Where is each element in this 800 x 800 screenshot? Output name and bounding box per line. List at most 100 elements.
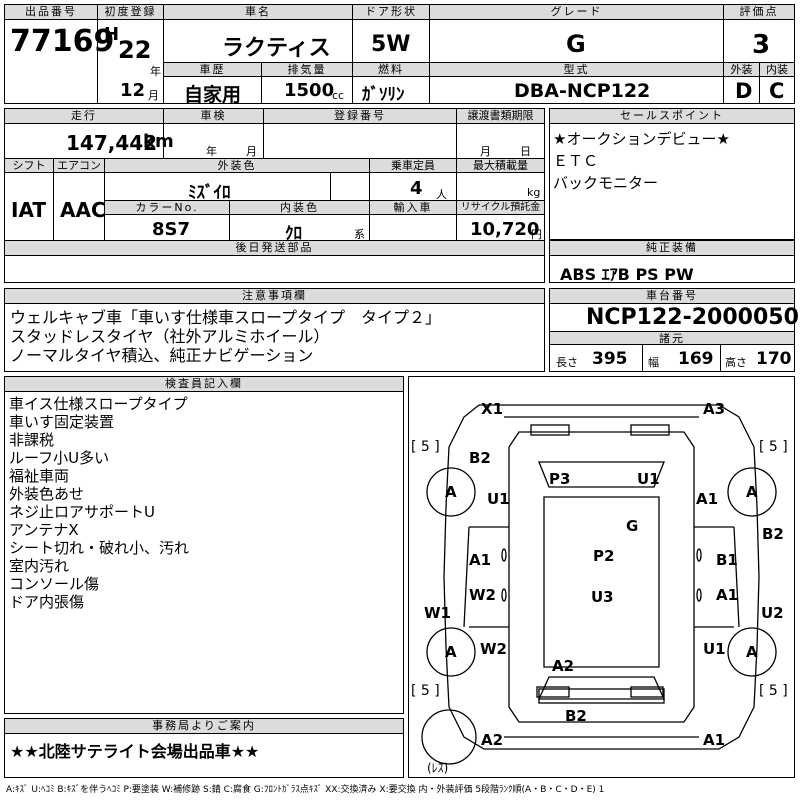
mileage-label: 走行 <box>5 109 163 124</box>
inspector-line: 非課税 <box>9 431 55 449</box>
damage-mark: A1 <box>716 586 739 604</box>
damage-mark: U1 <box>703 640 726 658</box>
int-score: C <box>769 79 785 103</box>
damage-mark: W1 <box>424 604 451 622</box>
capacity-label: 乗車定員 <box>370 159 456 173</box>
damage-mark: A3 <box>703 400 726 418</box>
damage-mark: A2 <box>552 657 575 675</box>
history-label: 車歴 <box>164 63 261 77</box>
damage-mark: P2 <box>593 547 615 565</box>
office-label: 事務局よりご案内 <box>5 719 403 734</box>
sales-point-item: ＥＴＣ <box>553 152 599 170</box>
inspector-line: ネジ止ロアサポートU <box>9 503 155 521</box>
length-label: 長さ <box>556 356 578 369</box>
caution-label: 注意事項欄 <box>5 289 544 304</box>
damage-mark: U1 <box>487 490 510 508</box>
int-color-unit: 系 <box>354 228 365 241</box>
month-unit: 月 <box>148 89 159 102</box>
first-reg-label: 初度登録 <box>98 5 163 20</box>
door-label: ドア形状 <box>353 5 429 20</box>
ext-score: D <box>735 79 753 103</box>
recycle-label: リサイクル預託金 <box>457 201 544 215</box>
damage-mark: W2 <box>469 586 496 604</box>
lot-label: 出品番号 <box>5 5 97 20</box>
inspector-line: アンテナX <box>9 521 79 539</box>
load-unit: kg <box>527 186 541 199</box>
ac-label: エアコン <box>54 159 104 173</box>
car-name-label: 車名 <box>164 5 352 20</box>
year-unit: 年 <box>150 65 161 78</box>
height-label: 高さ <box>725 356 747 369</box>
sales-points-label: セールスポイント <box>550 109 794 124</box>
equipment-value: ABS ｴｱB PS PW <box>560 265 694 284</box>
car-name: ラクティス <box>222 36 331 61</box>
damage-mark: U2 <box>761 604 784 622</box>
office-note: ★★北陸サテライト会場出品車★★ <box>10 742 260 761</box>
color-label: 外装色 <box>105 159 369 173</box>
history: 自家用 <box>184 84 242 106</box>
damage-mark: X1 <box>481 400 504 418</box>
import-label: 輸入車 <box>370 201 456 215</box>
tyre-size: [ 5 ] <box>411 683 440 699</box>
transfer-label: 譲渡書類期限 <box>457 109 544 124</box>
displacement-label: 排気量 <box>262 63 352 77</box>
spec-label: 諸元 <box>550 331 794 345</box>
spare-tyre-label: (ﾚｽ) <box>427 761 449 775</box>
fuel-label: 燃料 <box>353 63 429 77</box>
model-label: 型式 <box>430 63 723 77</box>
damage-diagram: X1 A3 B2 U1 A1 P3 U1 G B2 A1 P2 B1 W2 U3… <box>408 376 795 778</box>
inspector-label: 検査員記入欄 <box>5 377 403 392</box>
transfer-day-unit: 日 <box>520 145 531 158</box>
height: 170 <box>756 349 792 369</box>
load-label: 最大積載量 <box>457 159 544 173</box>
inspector-line: 車いす固定装置 <box>9 413 115 431</box>
inspector-line: コンソール傷 <box>9 575 100 593</box>
inspection-year-unit: 年 <box>206 145 217 158</box>
tyre-size: [ 5 ] <box>411 439 440 455</box>
first-reg-year: 22 <box>118 36 152 64</box>
grade: G <box>566 30 586 58</box>
int-color-label: 内装色 <box>230 201 369 215</box>
tyre-mark: A <box>746 483 758 501</box>
damage-mark: P3 <box>549 470 571 488</box>
damage-mark: B2 <box>762 525 784 543</box>
damage-mark: A1 <box>469 551 492 569</box>
color-no: 8S7 <box>152 219 191 240</box>
width: 169 <box>678 349 714 369</box>
ext-label: 外装 <box>724 63 759 77</box>
inspector-line: 車イス仕様スロープタイプ <box>9 395 188 413</box>
equipment-label: 純正装備 <box>550 241 794 256</box>
int-label: 内装 <box>760 63 794 77</box>
displacement-unit: cc <box>332 89 345 102</box>
mileage: 147,442 <box>66 131 158 155</box>
inspector-line: 福祉車両 <box>9 467 70 485</box>
reg-label: 登録番号 <box>264 109 456 124</box>
shift-label: シフト <box>5 159 53 173</box>
header-table <box>4 4 795 104</box>
damage-mark: B1 <box>716 551 738 569</box>
capacity-unit: 人 <box>436 188 447 201</box>
caution-line: ウェルキャブ車「車いす仕様車スロープタイプ タイプ２」 <box>10 308 442 327</box>
color: ﾐｽﾞｲﾛ <box>188 183 231 203</box>
tyre-size: [ 5 ] <box>759 439 788 455</box>
length: 395 <box>592 349 628 369</box>
inspector-line: ドア内張傷 <box>9 593 85 611</box>
chassis-label: 車台番号 <box>550 289 794 304</box>
damage-mark: A1 <box>703 731 726 749</box>
sales-point-item: ★オークションデビュー★ <box>553 130 730 148</box>
damage-mark: U3 <box>591 588 614 606</box>
mileage-unit: km <box>143 131 174 152</box>
fuel: ｶﾞｿﾘﾝ <box>362 85 405 105</box>
damage-mark: B2 <box>565 707 587 725</box>
door-type: 5W <box>371 32 411 57</box>
ac: AAC <box>60 198 106 222</box>
damage-mark: A2 <box>481 731 504 749</box>
recycle: 10,720 <box>470 219 540 240</box>
inspector-line: 室内汚れ <box>9 557 70 575</box>
tyre-mark: A <box>445 483 457 501</box>
score-label: 評価点 <box>724 5 794 20</box>
displacement: 1500 <box>284 80 335 101</box>
int-color: ｸﾛ <box>285 224 302 244</box>
damage-legend: A:ｷｽﾞ U:ﾍｺﾐ B:ｷｽﾞを伴うﾍｺﾐ P:要塗装 W:補修跡 S:錆 … <box>6 785 605 795</box>
inspection-month-unit: 月 <box>246 145 257 158</box>
